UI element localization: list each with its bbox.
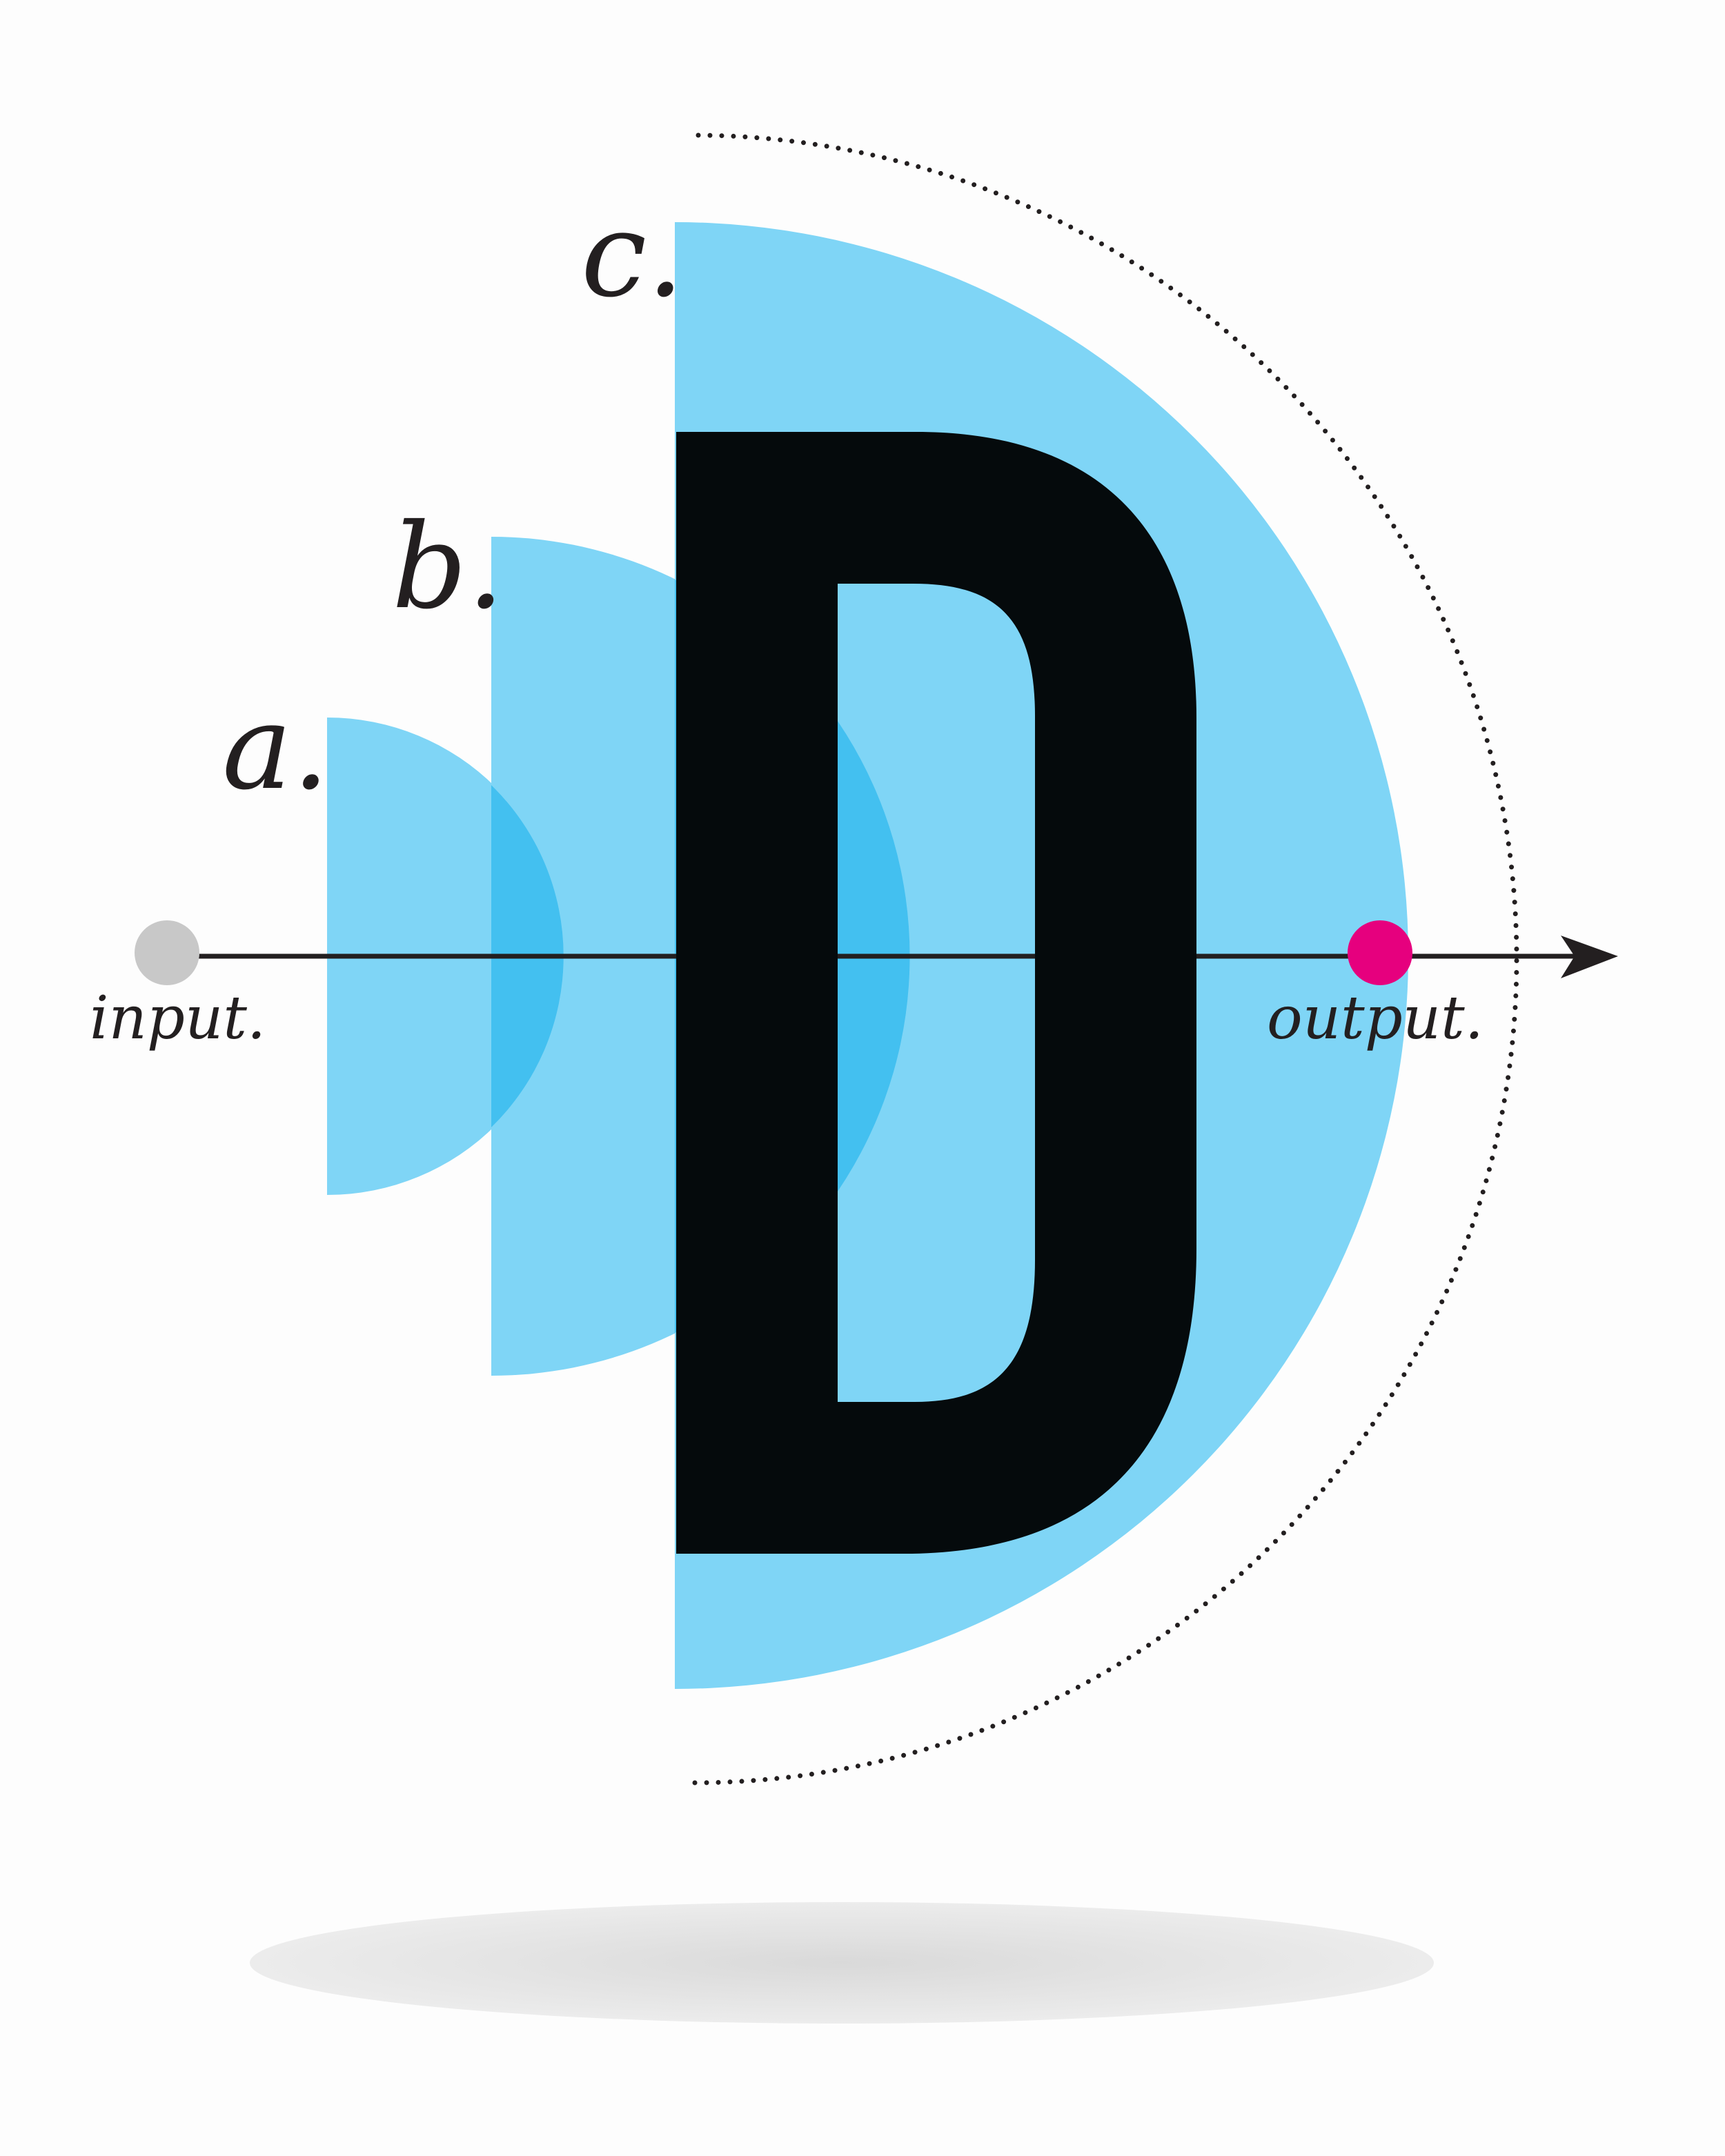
label-output: output. — [1267, 984, 1483, 1053]
label-input: input. — [90, 984, 266, 1053]
output-dot-icon — [1348, 920, 1412, 985]
dotted-boundary-icon — [684, 132, 1519, 1786]
floor-shadow — [250, 1902, 1434, 2024]
label-b: b. — [392, 499, 504, 635]
label-c: c. — [581, 187, 684, 324]
big-d-glyph — [676, 432, 1196, 1554]
arrow-right-icon — [1561, 936, 1618, 978]
label-a: a. — [222, 680, 329, 816]
input-dot-icon — [135, 920, 199, 985]
